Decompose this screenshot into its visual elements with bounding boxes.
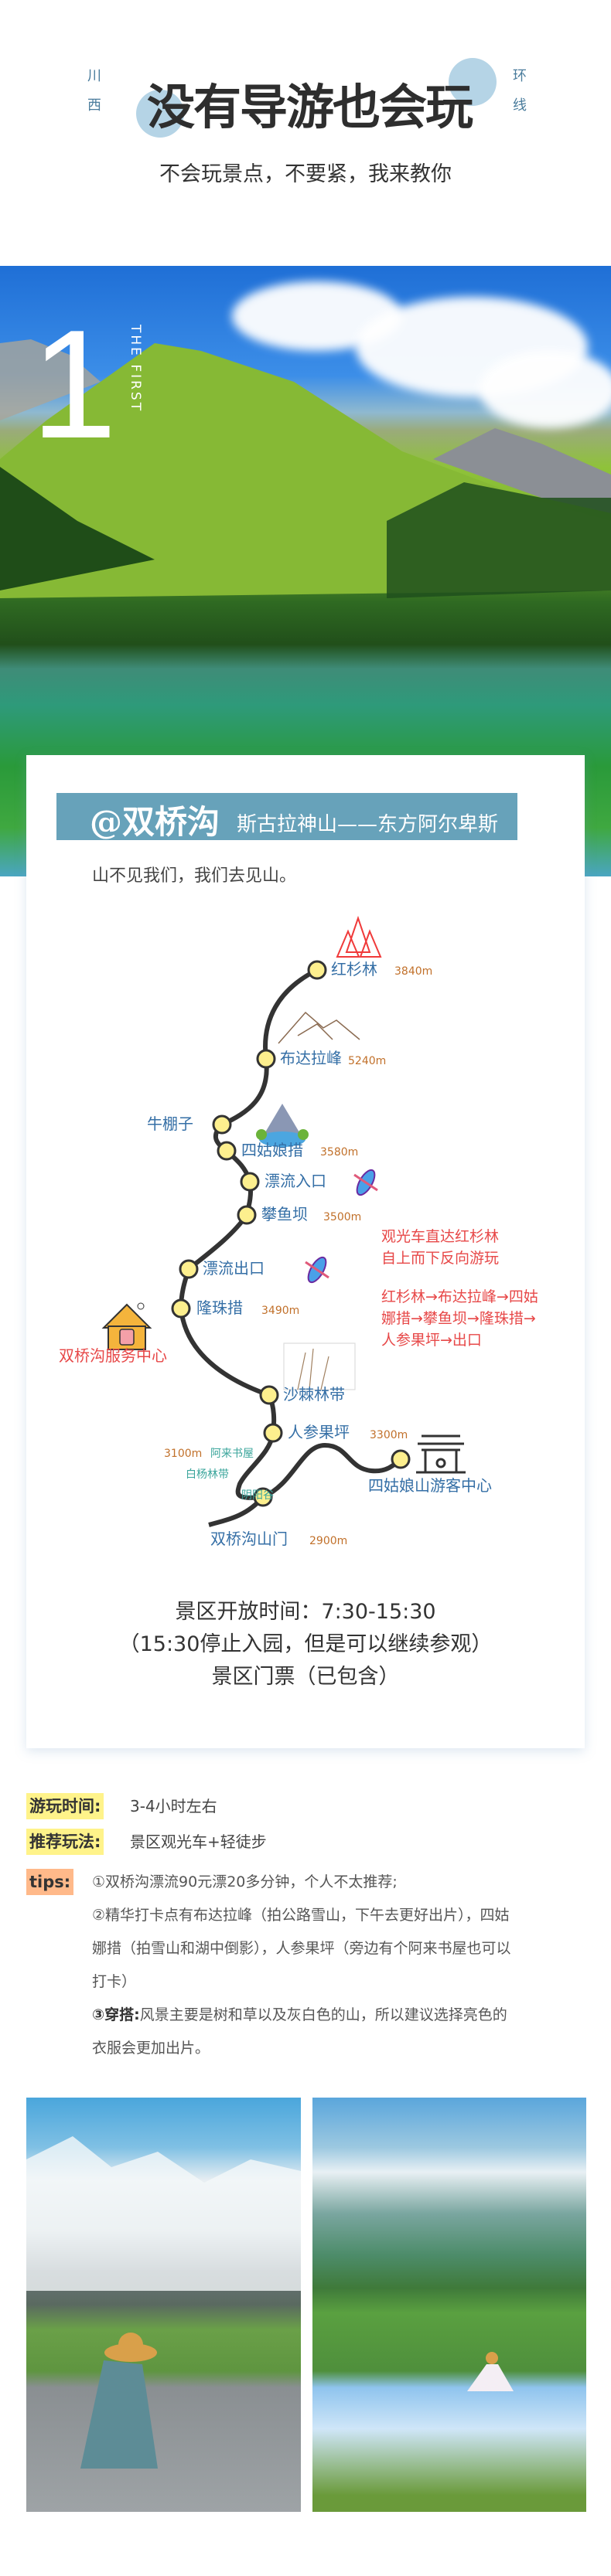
stop-label: 四姑娘山游客中心 [368,1476,492,1495]
entry-note: （15:30停止入园，但是可以继续参观） [118,1632,493,1656]
tip-text: 风景主要是树和草以及灰白色的山，所以建议选择亮色的 [139,2006,507,2023]
kayak-icon [305,1256,329,1284]
section-label: THE FIRST [128,325,143,413]
route-map [101,915,466,1527]
page-title: 没有导游也会玩 [146,79,473,135]
opening-info: 景区开放时间：7:30-15:30 （15:30停止入园，但是可以继续参观） 景… [26,1596,585,1693]
tip-line: 打卡） [92,1973,137,1990]
photo-meadow-lake [312,2098,586,2512]
scenic-slogan: 山不见我们，我们去见山。 [92,866,297,886]
tips-label: tips: [26,1869,74,1895]
note-line: 观光车直达红杉林 [381,1228,500,1245]
route-branch [208,1442,402,1527]
scenic-card [26,755,585,1748]
decor-circle-left [136,90,184,138]
opening-hours: 景区开放时间：7:30-15:30 [175,1600,436,1624]
decor-circle-right [449,58,497,106]
ticket-info: 景区门票（已包含） [211,1665,400,1689]
scenic-subtitle: 斯古拉神山——东方阿尔卑斯 [237,813,499,836]
tip-bold: ③穿搭: [92,2006,140,2023]
side-note-altitude: 3100m [164,1448,203,1460]
side-char: 环 [513,68,527,84]
time-value: 3-4小时左右 [130,1797,217,1815]
side-text-right: 环线 [512,62,527,121]
stop-label: 人参果坪 [288,1423,350,1441]
tip-line: 娜措（拍雪山和湖中倒影），人参果坪（旁边有个阿来书屋也可以 [92,1940,511,1957]
play-value: 景区观光车+轻徒步 [130,1832,267,1851]
tip-line: 衣服会更加出片。 [92,2040,210,2057]
side-char: 线 [513,97,527,114]
side-char: 川 [87,68,101,84]
route-line-text: 人参果坪→出口 [381,1332,482,1349]
route-line-text: 红杉林→布达拉峰→四姑 [381,1288,538,1305]
scenic-title: @双桥沟 [90,803,220,841]
lake-mountain-icon [256,1104,309,1147]
photo-road-snow-mountain [26,2098,301,2512]
stop-altitude: 3840m [394,965,433,978]
gate-icon [416,1434,466,1474]
kayak-icon [353,1169,378,1196]
map-note: 观光车直达红杉林 自上而下反向游玩 [381,1226,499,1269]
side-note: 阴阳谷 [241,1489,274,1502]
tip-line: ②精华打卡点有布达拉峰（拍公路雪山，下午去更好出片），四姑 [92,1907,510,1924]
stop-label: 双桥沟山门 [210,1530,288,1548]
card-header-band [56,793,517,840]
stop-label: 牛棚子 [147,1114,193,1133]
stop-altitude: 5240m [348,1055,387,1067]
route-note: 红杉林→布达拉峰→四姑 娜措→攀鱼坝→隆珠措→ 人参果坪→出口 [381,1286,538,1351]
seabuckthorn-sketch-icon [283,1342,356,1390]
side-char: 西 [87,97,101,114]
page-subtitle: 不会玩景点，不要紧，我来教你 [159,162,452,186]
stop-altitude: 3490m [261,1305,300,1317]
side-text-left: 川西 [87,62,102,121]
stop-altitude: 3500m [323,1211,362,1223]
stop-altitude: 3580m [320,1146,359,1159]
service-center-label: 双桥沟服务中心 [59,1346,167,1365]
red-pine-tree-icon [336,915,382,958]
play-label: 推荐玩法: [26,1829,104,1855]
stop-label: 沙棘林带 [283,1385,345,1404]
stop-label: 红杉林 [331,960,377,978]
tip-line: ③穿搭:风景主要是树和草以及灰白色的山，所以建议选择亮色的 [92,2003,507,2026]
tip-line: ①双桥沟漂流90元漂20多分钟，个人不太推荐; [92,1873,398,1890]
side-note: 白杨林带 [186,1468,229,1481]
stop-label: 四姑娘措 [241,1141,303,1159]
snow-mountain-sketch-icon [278,1011,360,1044]
stop-label: 漂流出口 [203,1259,265,1278]
stop-label: 攀鱼坝 [261,1205,308,1223]
time-label: 游玩时间: [26,1793,104,1819]
route-line-text: 娜措→攀鱼坝→隆珠措→ [381,1310,536,1327]
stop-label: 漂流入口 [265,1172,326,1190]
stop-label: 隆珠措 [196,1298,243,1317]
side-note: 阿来书屋 [210,1448,254,1460]
house-icon [101,1302,152,1350]
stop-altitude: 2900m [309,1535,348,1547]
stop-label: 布达拉峰 [280,1049,342,1067]
note-line: 自上而下反向游玩 [381,1250,500,1267]
stop-altitude: 3300m [370,1429,408,1441]
section-number: 1 [31,298,118,471]
route-stops [171,960,411,1507]
